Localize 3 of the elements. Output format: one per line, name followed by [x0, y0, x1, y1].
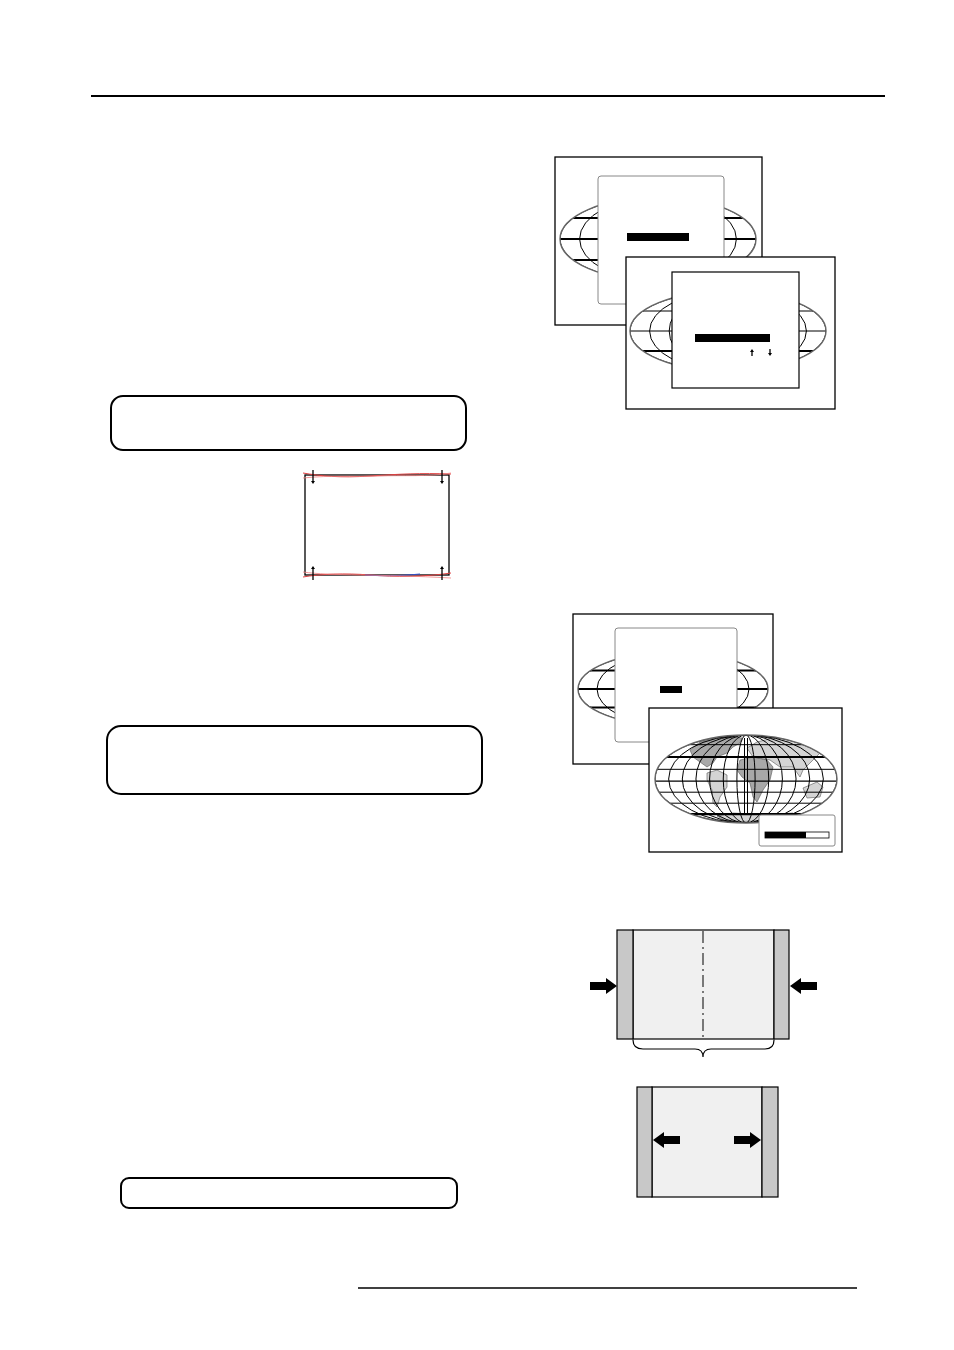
- note-box: [110, 395, 467, 451]
- note-box: [106, 725, 483, 795]
- note-box: [120, 1177, 458, 1209]
